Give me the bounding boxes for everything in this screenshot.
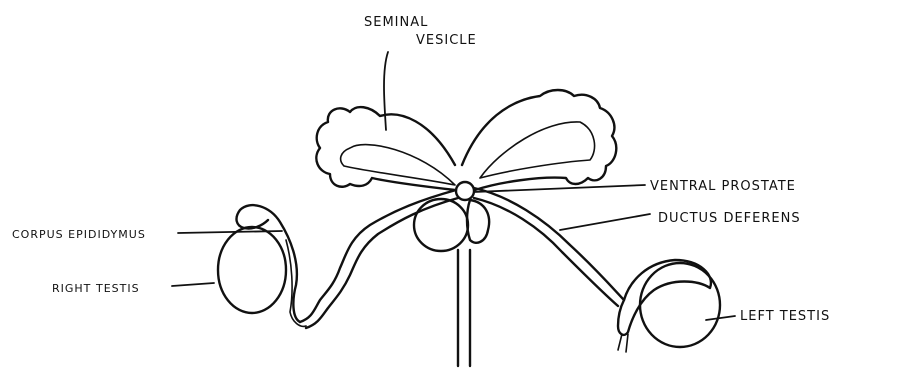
label-seminal-vesicle-line2: VESICLE (416, 33, 477, 48)
label-left-testis: LEFT TESTIS (740, 309, 830, 324)
left-ductus-deferens-inner (474, 198, 618, 306)
label-seminal-vesicle-line1: SEMINAL (364, 15, 428, 30)
seminal-vesicle-right-inner (480, 122, 595, 178)
seminal-vesicle-left-inner (341, 145, 455, 185)
label-ductus-deferens: DUCTUS DEFERENS (658, 211, 801, 226)
leader-ductus-deferens (560, 214, 650, 230)
label-right-testis-line2: TESTIS (95, 282, 140, 295)
right-ductus-deferens-outer (300, 190, 456, 322)
gland-left-ovoid (414, 199, 468, 251)
leader-right-testis (172, 283, 214, 286)
label-ventral-prostate: VENTRAL PROSTATE (650, 179, 796, 194)
label-corpus-epididymus: CORPUS EPIDIDYMUS (12, 228, 146, 241)
left-epididymus (618, 260, 711, 335)
right-testis (218, 227, 286, 313)
gland-right-lobe (467, 200, 489, 243)
label-right-testis-line1: RIGHT (52, 282, 91, 295)
leader-ventral-prostate (474, 185, 645, 192)
leader-corpus-epididymus (178, 231, 282, 233)
seminal-vesicle-right-lobe (462, 90, 616, 190)
leader-left-testis (706, 316, 735, 320)
leader-seminal-vesicle (384, 52, 388, 130)
left-vessel-strands (618, 334, 628, 352)
